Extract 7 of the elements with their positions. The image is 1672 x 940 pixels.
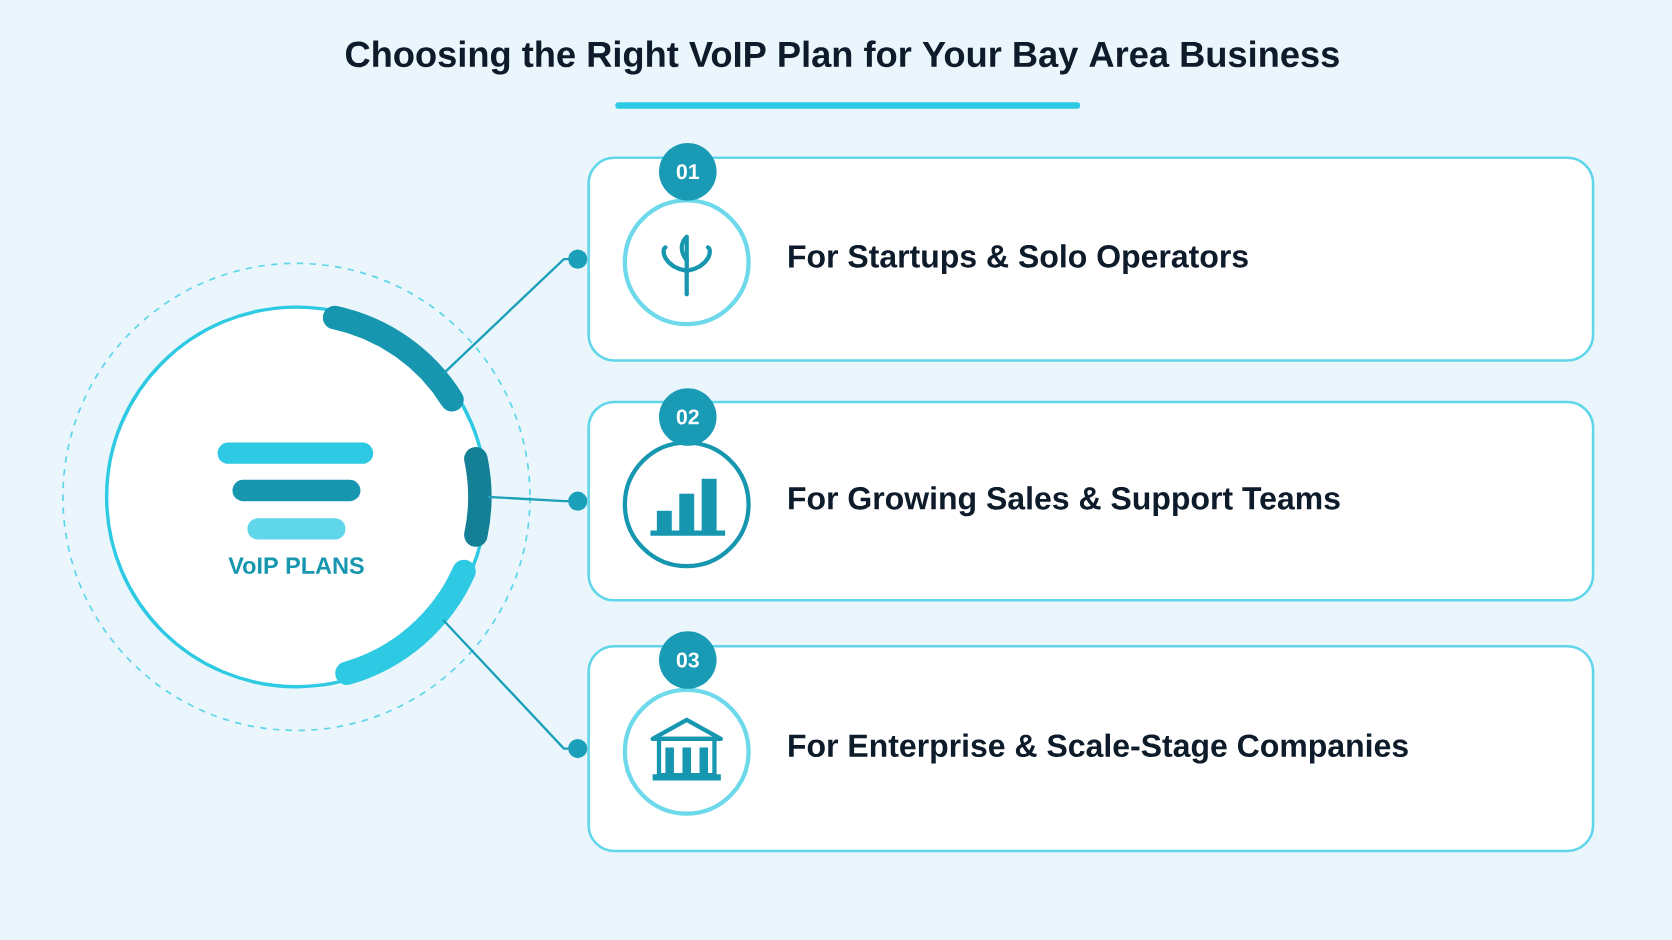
connector: [442, 249, 588, 375]
number-badge: 01: [659, 142, 717, 201]
number-badge: 02: [659, 387, 717, 446]
number-badge: 03: [659, 631, 717, 689]
connector: [487, 491, 588, 511]
title: Choosing the Right VoIP Plan for Your Bay Area Business: [346, 40, 1339, 75]
connector: [442, 618, 588, 758]
